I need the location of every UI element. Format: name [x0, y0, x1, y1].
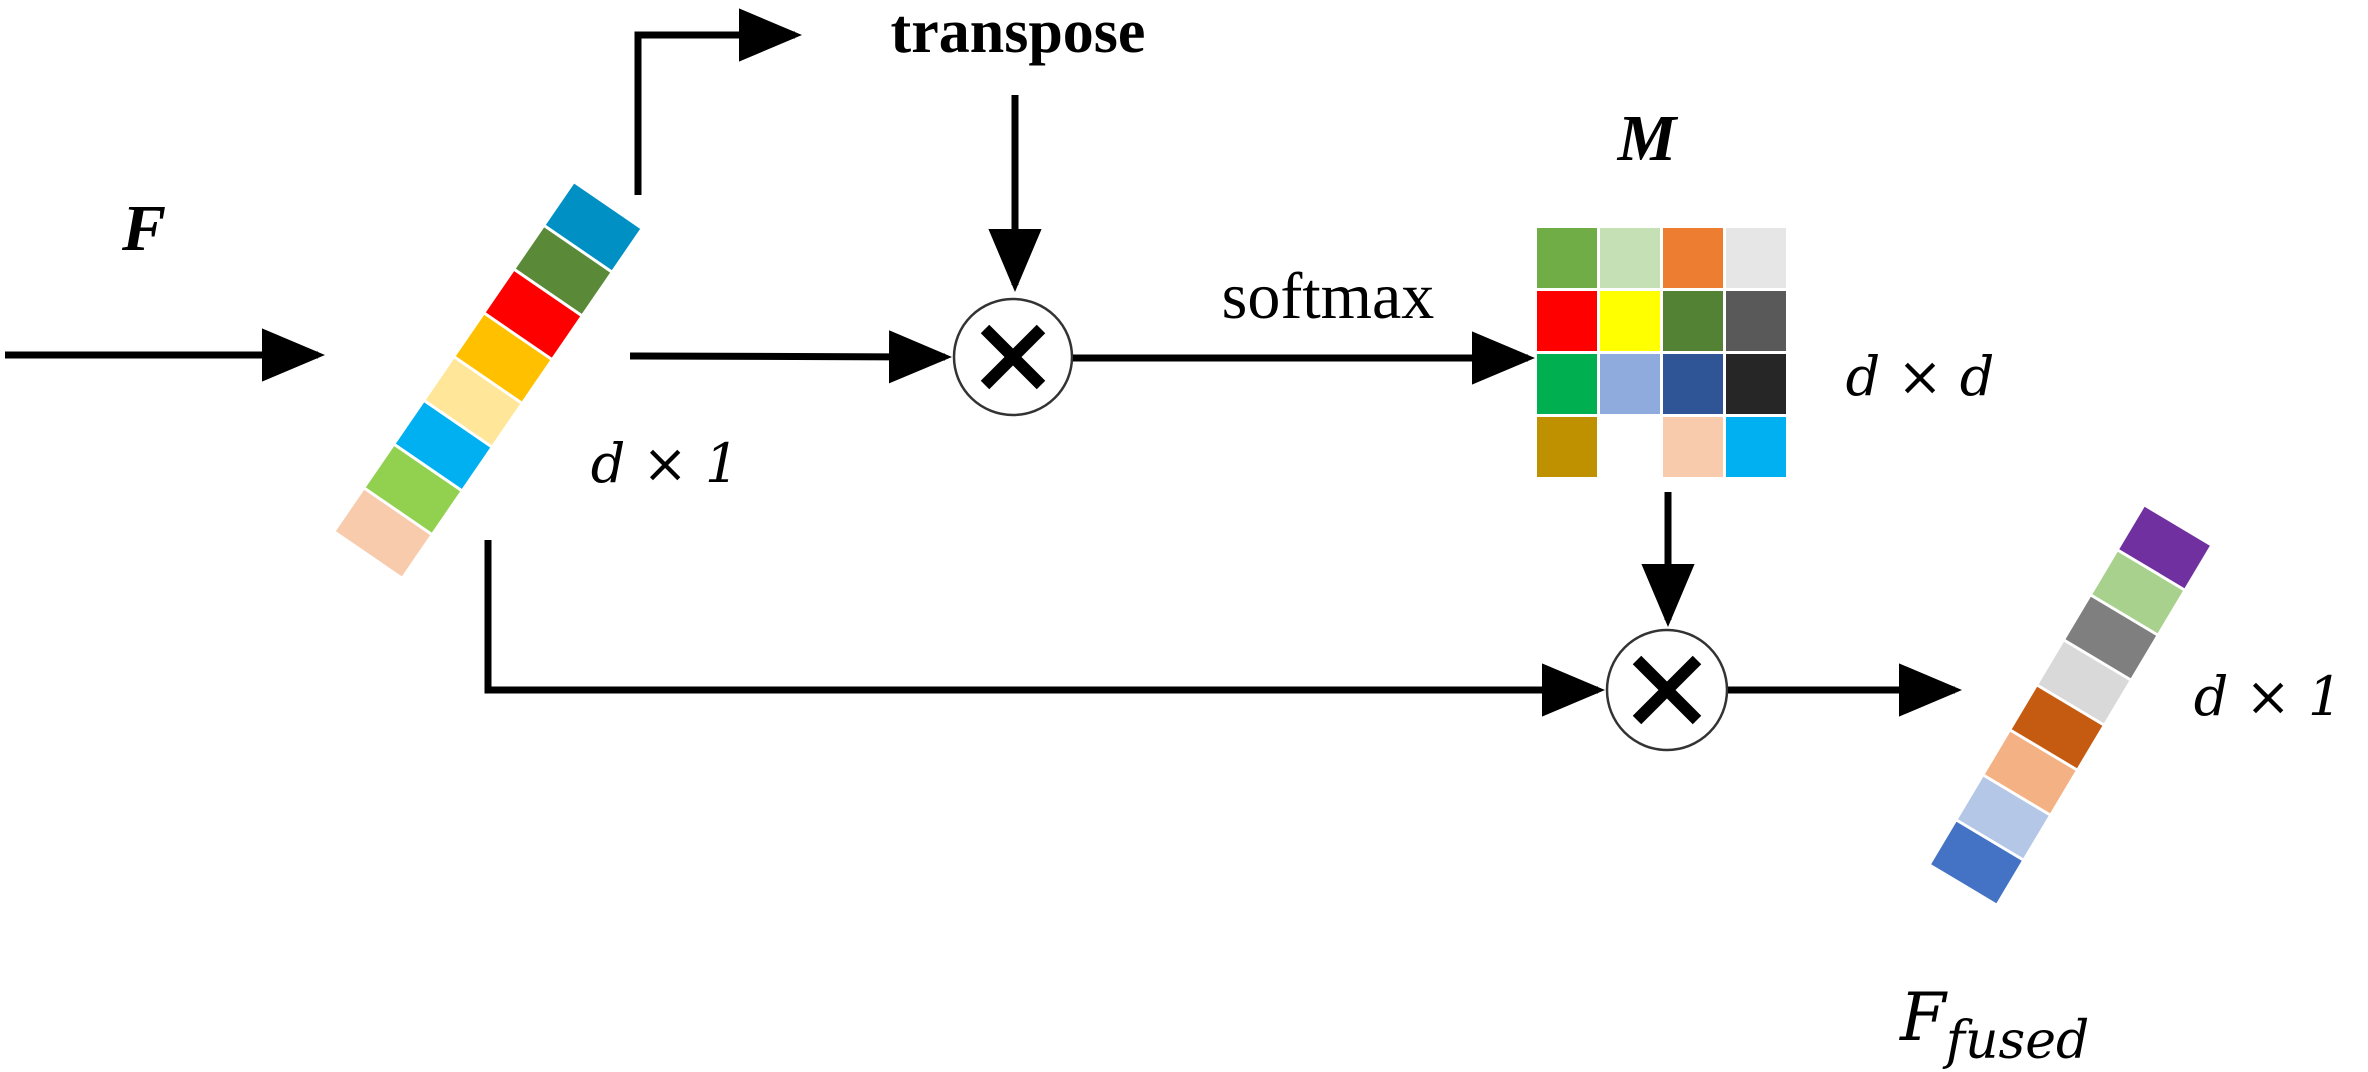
multiply-node-2	[1605, 628, 1729, 752]
matrix-cell-r3-c2	[1600, 354, 1660, 414]
output-vector-block-8	[1931, 821, 2022, 904]
input-vector-block-4	[455, 314, 551, 402]
softmax-label: softmax	[1222, 260, 1435, 333]
matrix-dim-label: d × d	[1846, 345, 1995, 408]
output-vector-block-7	[1958, 776, 2049, 859]
matrix-cell-r4-c4	[1726, 417, 1786, 477]
matrix-cell-r1-c3	[1663, 228, 1723, 288]
output-vector-block-4	[2038, 641, 2130, 724]
matrix-cell-r1-c2	[1600, 228, 1660, 288]
transpose-branch-arrow	[634, 8, 802, 195]
input-vector-block-8	[335, 489, 431, 577]
input-vector-block-2	[515, 227, 611, 314]
output-vector-block-5	[2011, 686, 2103, 769]
transpose-label: transpose	[891, 0, 1146, 66]
output-vector-block-6	[1984, 731, 2076, 814]
input-vector-block-7	[365, 446, 461, 533]
input-vector-block-6	[395, 402, 491, 489]
output-feature-label: Ffused	[1899, 979, 2089, 1071]
output-vector	[1931, 506, 2210, 904]
multiply-node-1	[952, 297, 1074, 417]
matrix-cell-r1-c1	[1537, 228, 1597, 288]
output-vector-block-2	[2092, 551, 2183, 634]
input-dim-label: d × 1	[591, 432, 740, 495]
input-vector-block-1	[545, 183, 641, 271]
matrix-label: M	[1617, 102, 1679, 175]
matrix-cell-r2-c4	[1726, 291, 1786, 351]
input-feature-label: F	[121, 192, 166, 265]
output-dim-label: d × 1	[2194, 665, 2343, 728]
matrix-cell-r3-c4	[1726, 354, 1786, 414]
matrix-cell-r2-c2	[1600, 291, 1660, 351]
vector-to-multiply-arrow	[629, 330, 952, 384]
output-vector-block-1	[2119, 506, 2210, 589]
output-feature-subscript: fused	[1942, 1011, 2089, 1071]
matrix-cell-r2-c1	[1537, 291, 1597, 351]
input-vector-block-3	[485, 271, 581, 358]
matrix-cell-r1-c4	[1726, 228, 1786, 288]
matrix-cell-r3-c3	[1663, 354, 1723, 414]
matrix-cell-r4-c1	[1537, 417, 1597, 477]
matrix-cell-r2-c3	[1663, 291, 1723, 351]
residual-path-arrow	[484, 540, 1605, 717]
output-vector-block-3	[2065, 596, 2157, 679]
matrix-cell-r4-c3	[1663, 417, 1723, 477]
output-feature-main: F	[1899, 979, 1948, 1056]
input-vector	[335, 183, 641, 577]
input-vector-block-5	[425, 358, 521, 446]
matrix-cell-r3-c1	[1537, 354, 1597, 414]
attention-matrix	[1537, 228, 1786, 477]
